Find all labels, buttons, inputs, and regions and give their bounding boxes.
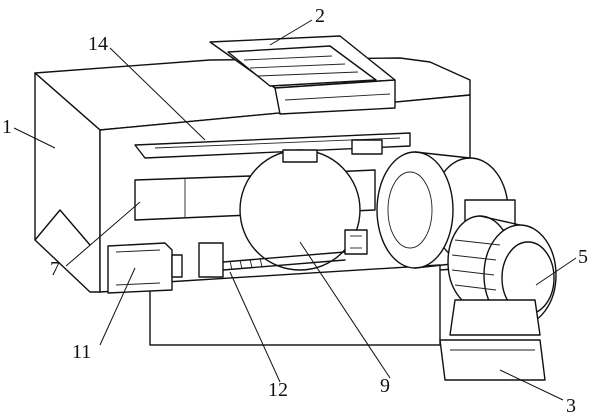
callout-9: 9 (380, 375, 390, 397)
hopper (209, 35, 396, 115)
callout-5: 5 (578, 246, 588, 268)
callout-2: 2 (315, 5, 325, 27)
callout-1: 1 (2, 116, 12, 138)
callout-14: 14 (88, 33, 108, 55)
lead-screw (198, 242, 346, 278)
callout-11: 11 (72, 341, 91, 363)
leader-lines (13, 19, 577, 401)
callout-12: 12 (268, 379, 288, 401)
callout-labels: 1 2 3 5 7 9 11 12 14 (2, 5, 588, 417)
callout-3: 3 (566, 395, 576, 417)
motor-base (439, 299, 546, 381)
callout-7: 7 (50, 258, 60, 280)
roller-disc (239, 149, 368, 271)
drive-motor (447, 199, 557, 326)
guide-rail (134, 132, 411, 159)
small-motor (107, 242, 183, 294)
